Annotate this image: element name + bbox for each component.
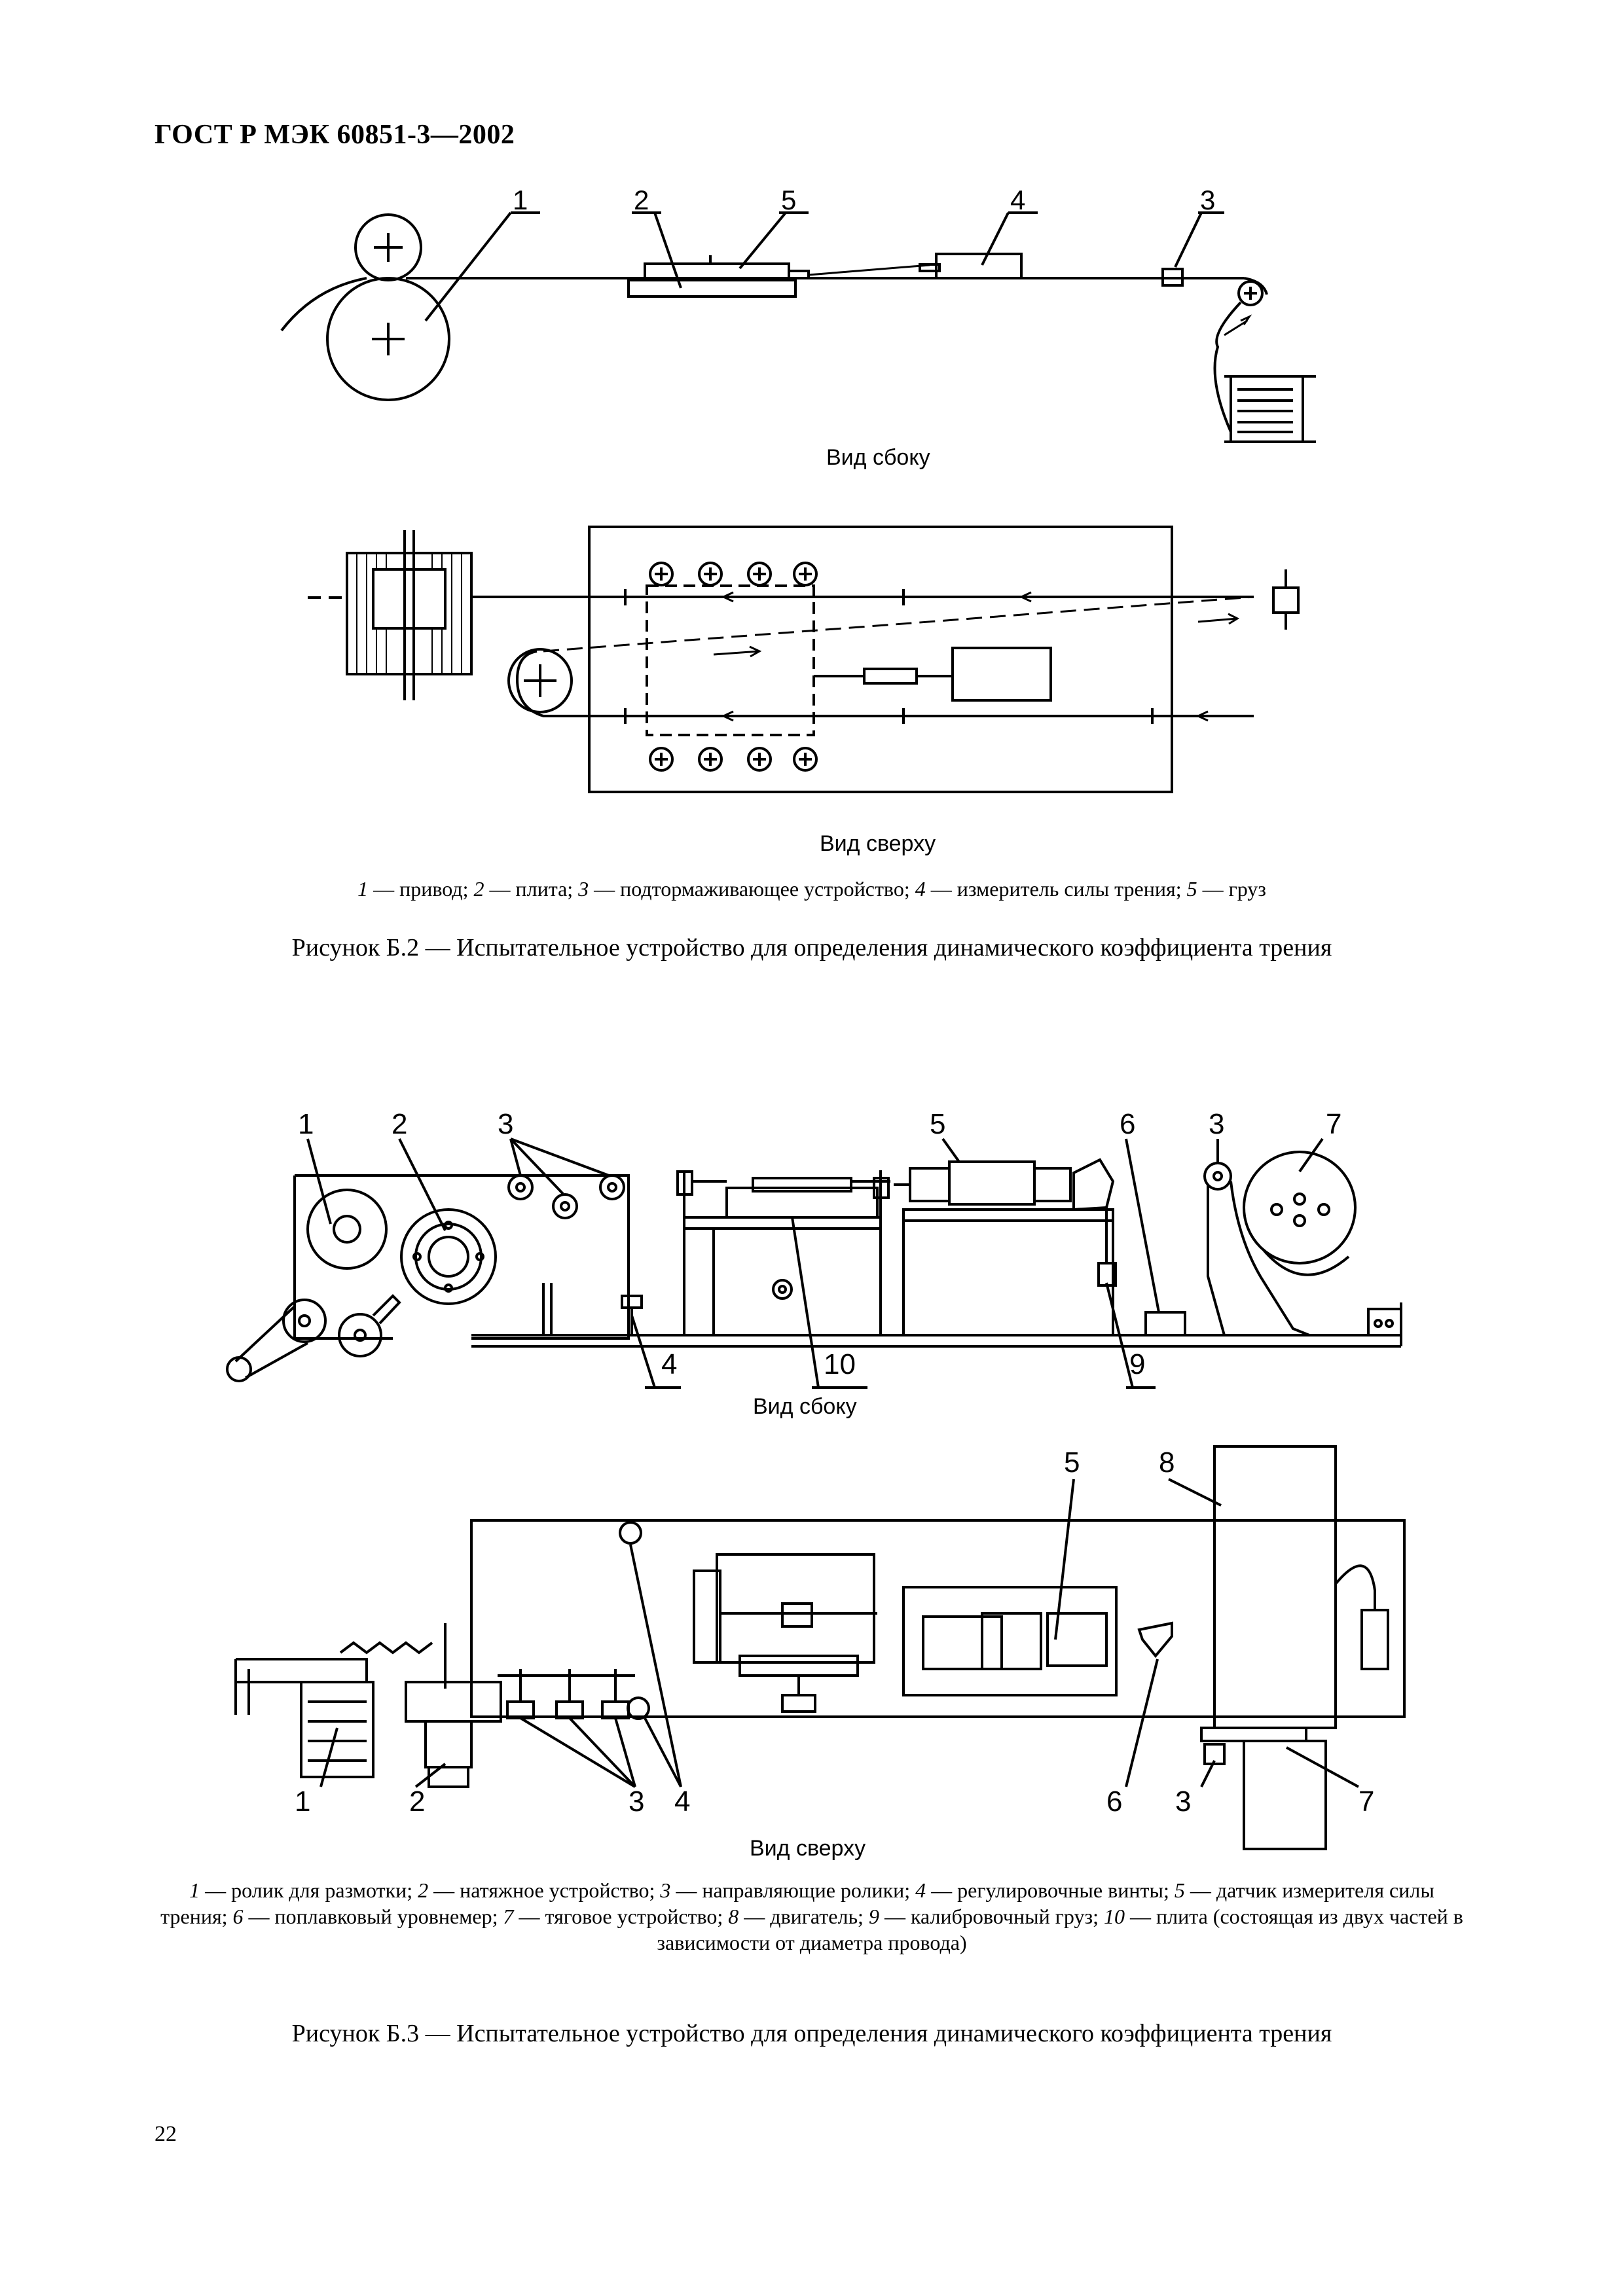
figure-b3-drawing	[226, 1138, 1406, 1850]
b3-top-label-8: 8	[1159, 1446, 1175, 1479]
adjusting-screws-top-row	[649, 562, 818, 586]
figure-b3: 1 2 3 5 6 3 7 4 10 9 Вид сбоку 5 8 1 2 3…	[0, 1021, 1623, 2108]
b3-top-label-6: 6	[1106, 1785, 1123, 1818]
b3-legend-item: 4 — регулировочные винты;	[915, 1878, 1175, 1902]
b3-top-label-2: 2	[409, 1785, 426, 1818]
b3-side-label-2: 2	[392, 1108, 408, 1140]
b3-top-label-5: 5	[1064, 1446, 1080, 1479]
b3-top-label-4: 4	[674, 1785, 691, 1818]
b2-legend-item: 3 — подтормаживающее устройство;	[578, 877, 915, 901]
drive-rollers	[280, 213, 450, 401]
b3-legend-item: 10 — плита (состоящая из двух частей в з…	[657, 1905, 1463, 1954]
b2-legend-item: 1 — привод;	[357, 877, 474, 901]
b3-side-label-5: 5	[930, 1108, 946, 1140]
b2-label-2: 2	[634, 185, 649, 215]
b3-side-view-label: Вид сбоку	[753, 1394, 857, 1419]
b2-label-1: 1	[513, 185, 528, 215]
b2-label-3: 3	[1200, 185, 1216, 215]
b3-side-label-10: 10	[824, 1348, 856, 1380]
b3-legend-item: 7 — тяговое устройство;	[503, 1905, 729, 1928]
b3-legend: 1 — ролик для размотки; 2 — натяжное уст…	[157, 1877, 1467, 1956]
b3-side-label-3: 3	[498, 1108, 514, 1140]
b3-legend-item: 1 — ролик для размотки;	[189, 1878, 418, 1902]
b3-legend-item: 2 — натяжное устройство;	[418, 1878, 661, 1902]
b2-legend: 1 — привод; 2 — плита; 3 — подтормаживаю…	[196, 876, 1427, 902]
b3-top-label-3b: 3	[1175, 1785, 1192, 1818]
b2-legend-item: 4 — измеритель силы трения;	[915, 877, 1187, 901]
b3-side-label-1: 1	[298, 1108, 314, 1140]
b3-side-label-7: 7	[1326, 1108, 1342, 1140]
b2-caption: Рисунок Б.2 — Испытательное устройство д…	[291, 934, 1332, 961]
b3-legend-item: 9 — калибровочный груз;	[868, 1905, 1104, 1928]
b3-side-label-6: 6	[1120, 1108, 1136, 1140]
b3-top-label-1: 1	[295, 1785, 311, 1818]
b2-legend-item: 5 — груз	[1186, 877, 1266, 901]
adjusting-screws-bottom-row	[649, 747, 818, 772]
b3-side-label-3b: 3	[1209, 1108, 1225, 1140]
b2-label-4: 4	[1010, 185, 1026, 215]
b3-top-label-7: 7	[1359, 1785, 1375, 1818]
b2-side-view-label: Вид сбоку	[826, 445, 930, 470]
b3-legend-item: 3 — направляющие ролики;	[660, 1878, 916, 1902]
document-header: ГОСТ Р МЭК 60851-3—2002	[155, 120, 515, 150]
b3-top-label-3: 3	[629, 1785, 645, 1818]
figure-b2: 1 2 5 4 3 Вид сбоку Вид сверху 1 — приво…	[0, 0, 1623, 982]
b2-label-5: 5	[781, 185, 797, 215]
b3-legend-item: 8 — двигатель;	[728, 1905, 869, 1928]
b3-side-label-9: 9	[1129, 1348, 1146, 1380]
b3-legend-item: 6 — поплавковый уровнемер;	[232, 1905, 503, 1928]
figure-b2-drawing	[280, 211, 1316, 793]
page-number: 22	[155, 2122, 177, 2146]
b3-top-view-label: Вид сверху	[750, 1836, 866, 1861]
b3-legend-item: 5 — датчик измерителя силы трения;	[160, 1878, 1434, 1928]
b3-caption: Рисунок Б.3 — Испытательное устройство д…	[291, 2020, 1332, 2047]
b3-side-label-4: 4	[661, 1348, 678, 1380]
b2-top-view-label: Вид сверху	[820, 831, 936, 856]
b2-legend-item: 2 — плита;	[473, 877, 579, 901]
